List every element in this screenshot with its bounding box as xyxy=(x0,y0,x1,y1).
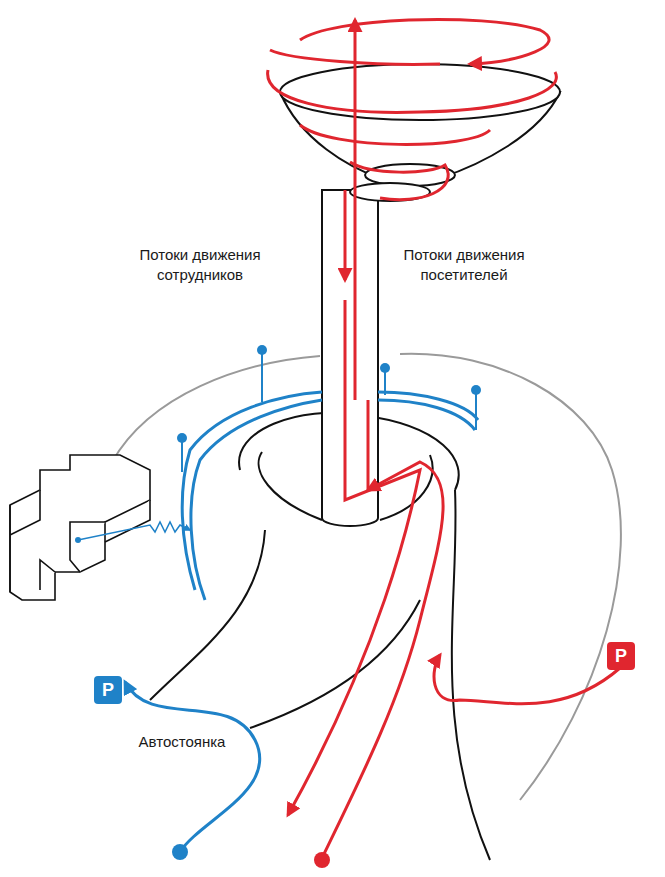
road-lines xyxy=(150,413,490,860)
parking-sign: P xyxy=(607,642,635,670)
flow-label: Потоки движения посетителей xyxy=(394,245,534,285)
visitor-flow xyxy=(268,19,620,858)
parking-letter: P xyxy=(615,646,627,666)
parking-sign: P xyxy=(94,676,122,704)
staff-building xyxy=(10,455,150,600)
flow-label: Потоки движения сотрудников xyxy=(130,245,270,285)
staff-flow-dots xyxy=(75,345,481,860)
parking-letter: P xyxy=(102,680,114,700)
parking-label: Автостоянка xyxy=(122,732,242,752)
visitor-start-dot xyxy=(314,852,330,868)
tower xyxy=(280,64,560,526)
staff-flow xyxy=(78,352,478,852)
